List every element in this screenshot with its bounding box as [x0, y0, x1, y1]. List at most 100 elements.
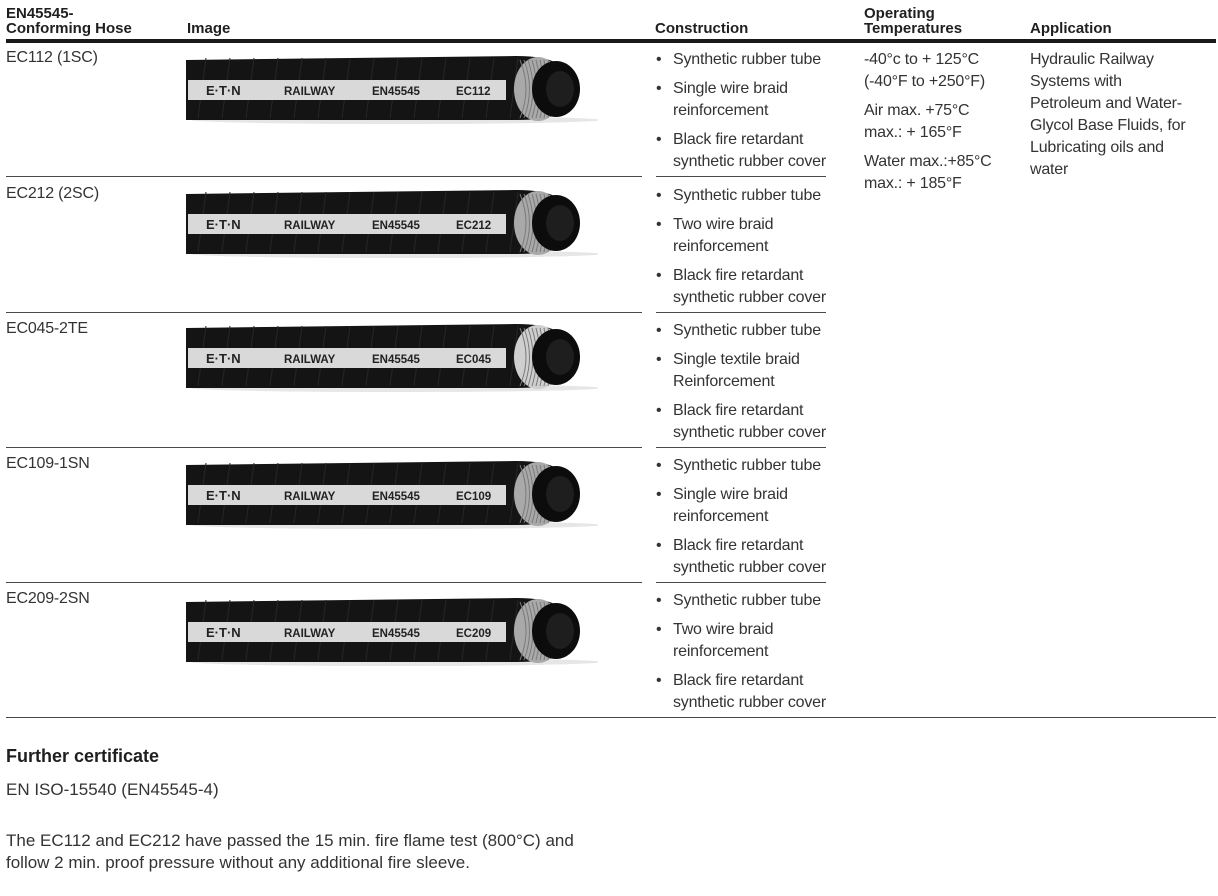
hose-texture-line	[509, 325, 519, 387]
construction-item: •Black fire retardant synthetic rubber c…	[656, 535, 836, 579]
application-text: Hydraulic Railway Systems with Petroleum…	[1030, 51, 1186, 178]
construction-list: •Synthetic rubber tube •Single textile br…	[656, 320, 836, 451]
construction-item: •Single textile braid Reinforcement	[656, 349, 836, 393]
further-certificate-standard: EN ISO-15540 (EN45545-4)	[6, 780, 219, 799]
hose-braid-line	[519, 193, 527, 253]
hose-tube-bore	[546, 613, 574, 649]
hose-braid-line	[523, 193, 530, 253]
row-divider	[6, 176, 642, 177]
hose-brand-print: E·T·N	[206, 488, 241, 503]
hose-code-print: EC109	[456, 491, 491, 503]
construction-text: Single wire braid reinforcement	[673, 486, 788, 525]
construction-text: Synthetic rubber tube	[673, 187, 821, 204]
temp-range: -40°c to + 125°C (-40°F to +250°F)	[864, 51, 985, 90]
construction-list: • Synthetic rubber tube •Two wire braid re…	[656, 590, 836, 721]
construction-item: • Black fire retardant synthetic rubber c…	[656, 265, 836, 309]
hose-standard-print: EN45545	[372, 354, 421, 366]
hose-standard-print: EN45545	[372, 628, 421, 640]
hose-brand-print: E·T·N	[206, 217, 241, 232]
header-temperatures: Operating Temperatures	[864, 5, 963, 37]
bullet-icon: •	[656, 267, 662, 284]
fire-test-note: The EC112 and EC212 have passed the 15 m…	[6, 831, 574, 872]
hose-texture-line	[509, 57, 519, 119]
hose-print-stripe	[188, 485, 506, 505]
construction-text: Black fire retardant synthetic rubber co…	[673, 672, 827, 711]
bullet-icon: •	[656, 187, 662, 204]
hose-name: EC045-2TE	[6, 320, 88, 337]
hose-code-print: EC112	[456, 86, 491, 98]
hose-standard-print: EN45545	[372, 220, 421, 232]
bullet-icon: •	[656, 351, 662, 368]
bullet-icon: •	[656, 592, 662, 609]
header-construction: Construction	[655, 20, 749, 37]
header-application: Application	[1030, 20, 1112, 37]
hose-braid-line	[519, 601, 527, 661]
hose-texture-line	[509, 462, 519, 524]
construction-item: •Two wire braid reinforcement	[656, 619, 836, 663]
hose-texture-line	[509, 191, 519, 253]
bullet-icon: •	[656, 51, 662, 68]
hose-braid-line	[523, 327, 530, 387]
hose-railway-print: RAILWAY	[284, 86, 336, 98]
header-rule	[6, 39, 1216, 43]
hose-railway-print: RAILWAY	[284, 220, 336, 232]
hose-code-print: EC045	[456, 354, 492, 366]
bullet-icon: •	[656, 457, 662, 474]
construction-item: • Synthetic rubber tube	[656, 185, 836, 207]
construction-item: •Synthetic rubber tube	[656, 49, 836, 71]
row-divider	[6, 582, 642, 583]
construction-item: •Single wire braid reinforcement	[656, 78, 836, 122]
construction-item: • Black fire retardant synthetic rubber c…	[656, 129, 836, 173]
bullet-icon: •	[656, 621, 662, 638]
hose-braid-line	[519, 464, 527, 524]
bullet-icon: •	[656, 131, 662, 148]
hose-code-print: EC209	[456, 628, 491, 640]
hose-tube-bore	[546, 476, 574, 512]
hose-print-stripe	[188, 80, 506, 100]
hose-braid-line	[519, 327, 527, 387]
construction-item: • Synthetic rubber tube	[656, 455, 836, 477]
table-bottom-rule	[6, 717, 1216, 718]
construction-text: Synthetic rubber tube	[673, 457, 821, 474]
hose-braid-line	[523, 464, 530, 524]
construction-item: • Single wire braid reinforcement	[656, 484, 836, 528]
construction-text: Black fire retardant synthetic rubber co…	[673, 131, 827, 170]
construction-item: •Black fire retardant synthetic rubber c…	[656, 400, 836, 444]
bullet-icon: •	[656, 672, 662, 689]
bullet-icon: •	[656, 486, 662, 503]
hose-print-stripe	[188, 214, 506, 234]
row-divider	[6, 447, 642, 448]
bullet-icon: •	[656, 216, 662, 233]
bullet-icon: •	[656, 322, 662, 339]
hose-drawing: E·T·N RAILWAY EN45545 EC112	[186, 56, 601, 124]
construction-item: • Black fire retardant synthetic rubber c…	[656, 670, 836, 714]
hose-name: EC212 (2SC)	[6, 185, 99, 202]
hose-railway-print: RAILWAY	[284, 354, 336, 366]
hose-braid-line	[519, 59, 527, 119]
hose-brand-print: E·T·N	[206, 351, 241, 366]
hose-braid-line	[523, 601, 530, 661]
hose-brand-print: E·T·N	[206, 83, 241, 98]
hose-print-stripe	[188, 622, 506, 642]
hose-name: EC109-1SN	[6, 455, 90, 472]
construction-list: •Synthetic rubber tube •Single wire braid…	[656, 49, 836, 180]
construction-text: Black fire retardant synthetic rubber co…	[673, 267, 827, 306]
construction-item: • Synthetic rubber tube	[656, 590, 836, 612]
hose-print-stripe	[188, 348, 506, 368]
construction-text: Black fire retardant synthetic rubber co…	[673, 402, 827, 441]
construction-text: Synthetic rubber tube	[673, 592, 821, 609]
hose-railway-print: RAILWAY	[284, 628, 336, 640]
hose-name: EC112 (1SC)	[6, 49, 98, 66]
construction-text: Two wire braid reinforcement	[673, 216, 774, 255]
temp-air: Air max. +75°C max.: + 165°F	[864, 102, 970, 141]
hose-texture-line	[509, 599, 519, 661]
hose-drawing: E·T·N RAILWAY EN45545 EC045	[186, 324, 601, 392]
hose-standard-print: EN45545	[372, 86, 421, 98]
construction-item: •Synthetic rubber tube	[656, 320, 836, 342]
further-certificate-title: Further certificate	[6, 746, 160, 766]
construction-list: • Synthetic rubber tube • Two wire braid re…	[656, 185, 836, 316]
